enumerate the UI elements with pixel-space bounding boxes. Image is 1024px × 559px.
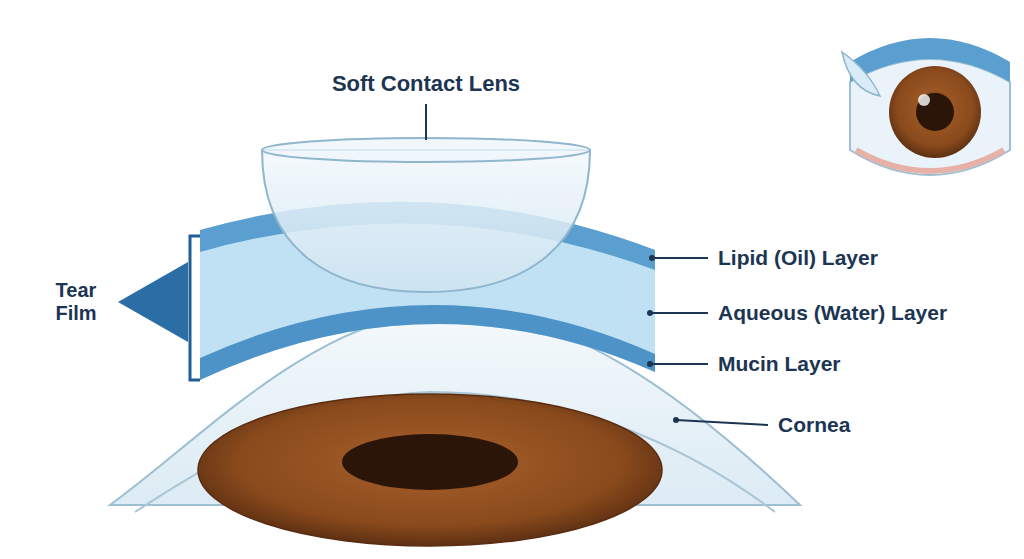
leader-line (652, 257, 708, 259)
layer-label: Aqueous (Water) Layer (718, 301, 947, 325)
leader-dot (649, 255, 655, 261)
part-label: Soft Contact Lens (332, 71, 520, 96)
inset-highlight (918, 94, 930, 106)
inset-iris (889, 66, 981, 158)
iris (198, 394, 662, 546)
leader-line (676, 420, 768, 425)
inset-eye (842, 38, 1010, 175)
inset-pupil (916, 93, 954, 131)
leader-line (650, 363, 708, 365)
contact-lens (262, 150, 590, 292)
inset-eyeball (850, 59, 1010, 175)
leader-line (650, 312, 708, 314)
inset-lens (842, 52, 880, 96)
leader-dot (647, 310, 653, 316)
part-label: Cornea (778, 413, 850, 437)
tear-film-bracket (190, 236, 200, 380)
inset-tear-film (850, 38, 1010, 82)
layer-label: Lipid (Oil) Layer (718, 246, 878, 270)
bracket-pointer (118, 262, 188, 342)
mucin-layer (200, 305, 655, 380)
leader-dot (647, 361, 653, 367)
pupil (342, 434, 518, 490)
lens-rim (262, 138, 590, 162)
layer-label: Mucin Layer (718, 352, 841, 376)
bracket-label: Tear Film (40, 279, 112, 325)
leader-line (425, 104, 427, 140)
leader-dot (673, 417, 679, 423)
